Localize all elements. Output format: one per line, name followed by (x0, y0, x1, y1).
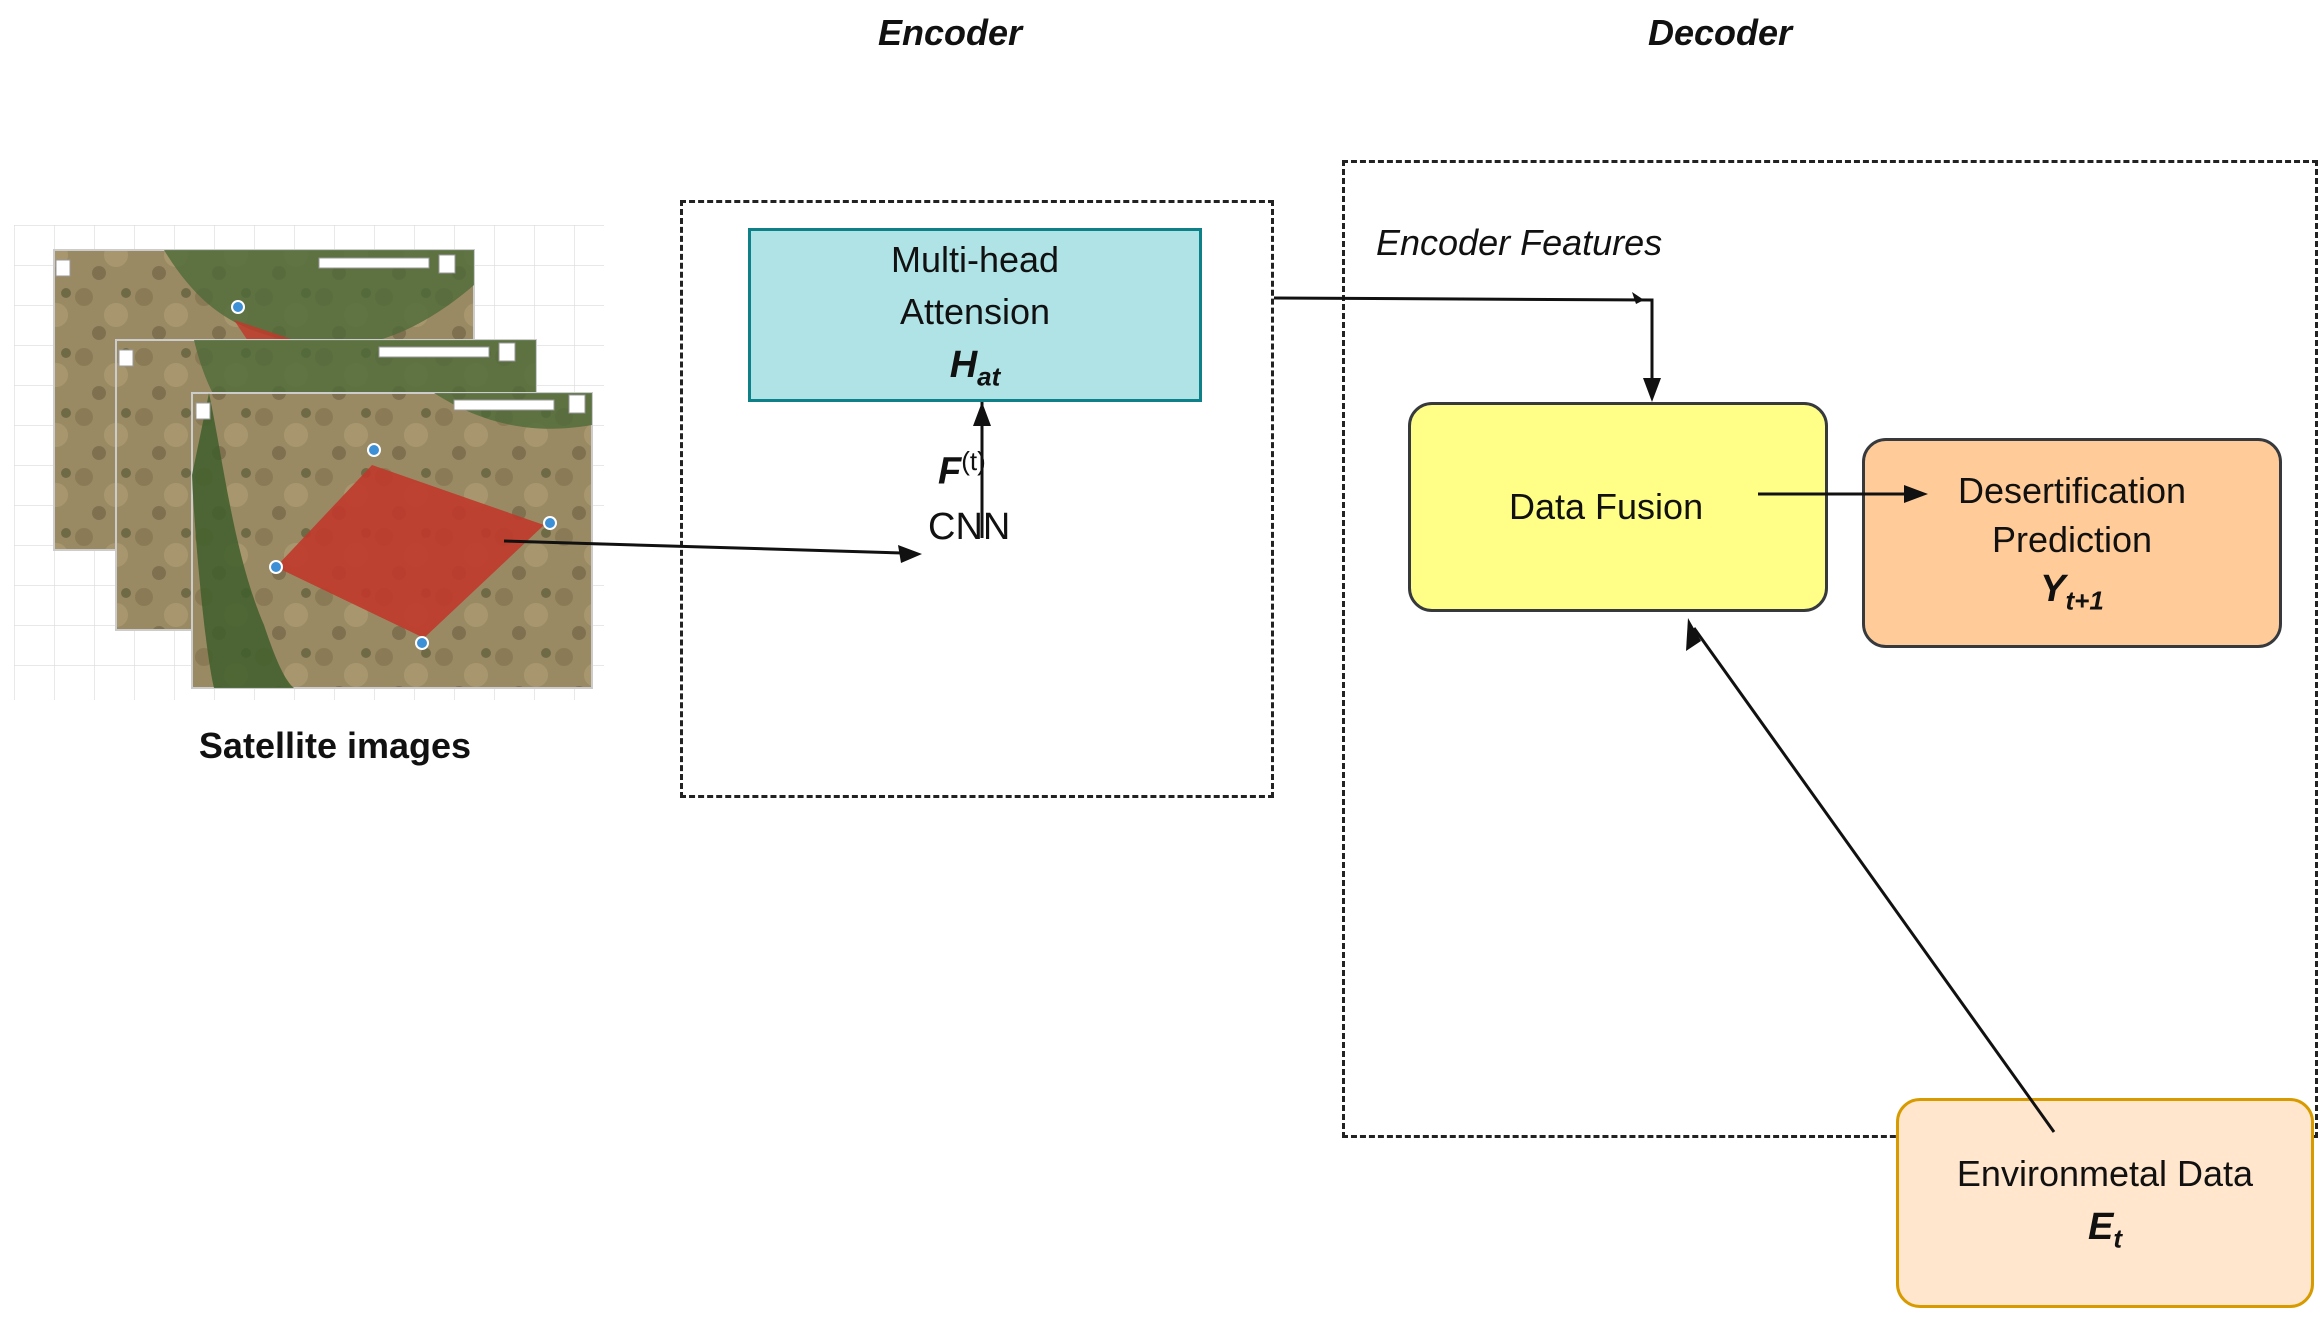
arrow-environment-to-fusion (1692, 627, 2056, 1133)
environment-symbol: Et (2087, 1205, 2123, 1254)
environment-block: Environmetal Data Et (1896, 1098, 2314, 1308)
prediction-symbol: Yt+1 (2040, 568, 2104, 616)
attention-block: Multi-head Attension Hat (748, 228, 1202, 402)
prediction-line2: Prediction (1991, 518, 2153, 560)
region-pin (269, 560, 283, 574)
region-pin (543, 516, 557, 530)
attention-line1: Multi-head (890, 238, 1060, 280)
encoder-features-label: Encoder Features (1376, 222, 1663, 263)
region-mask (276, 465, 544, 638)
attention-symbol: Hat (949, 344, 1001, 392)
encoder-container (680, 200, 1274, 798)
encoder-title: Encoder (877, 12, 1023, 53)
prediction-block: Desertification Prediction Yt+1 (1862, 438, 2282, 648)
arrowhead (1643, 378, 1661, 402)
attention-line2: Attension (899, 290, 1051, 332)
arrowhead (1686, 618, 1701, 651)
data-fusion-block: Data Fusion (1408, 402, 1828, 612)
region-pin (415, 636, 429, 650)
cnn-label: CNN (928, 506, 1011, 548)
arrowhead (1904, 485, 1928, 503)
region-pin (367, 443, 381, 457)
data-fusion-label: Data Fusion (1509, 485, 1704, 527)
satellite-caption: Satellite images (198, 725, 472, 766)
arrowhead (973, 402, 991, 426)
arrowhead (1632, 292, 1644, 304)
arrow-attention-to-fusion (1273, 296, 1654, 392)
arrowhead (898, 545, 922, 563)
satellite-image-stack (14, 225, 604, 700)
decoder-container (1342, 160, 2318, 1138)
prediction-line1: Desertification (1957, 470, 2187, 512)
arrow-satellite-to-cnn (503, 539, 903, 555)
environment-line1: Environmetal Data (1956, 1152, 2254, 1194)
decoder-title: Decoder (1647, 12, 1793, 53)
